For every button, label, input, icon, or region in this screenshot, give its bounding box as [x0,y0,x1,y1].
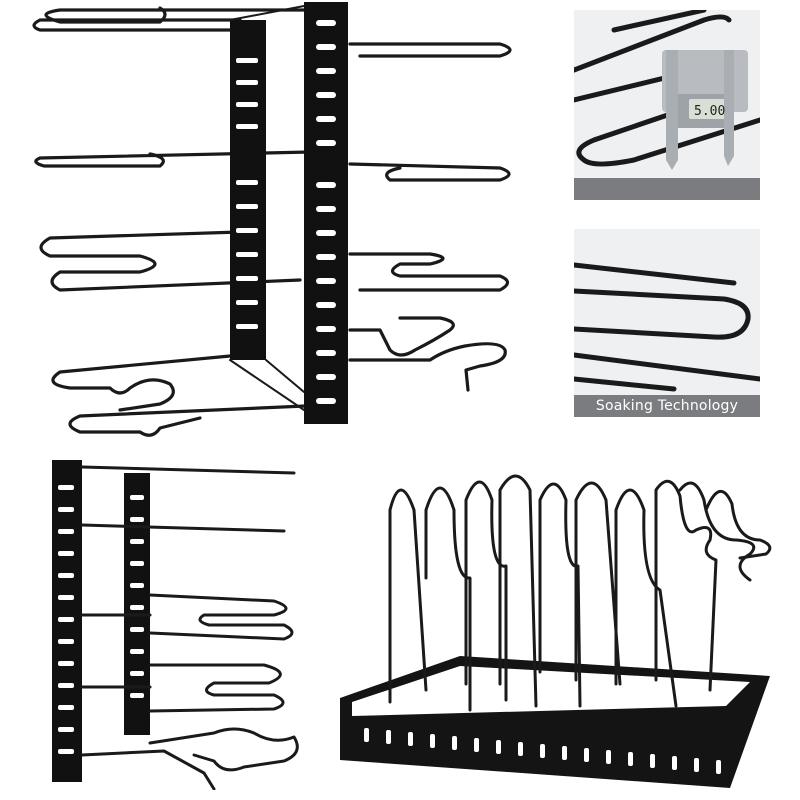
flat-rack-image [330,470,780,795]
soaking-caption: Soaking Technology [595,398,739,414]
folded-rack-image [44,455,309,790]
main-rack-image [20,0,530,440]
caliper-caption-bar [574,178,760,200]
soaking-detail-image: Soaking Technology [574,229,760,417]
soaking-caption-bar: Soaking Technology [574,395,760,417]
caliper-reading: 5.00 [694,104,725,119]
caliper-detail-image: 5.00 [574,10,760,200]
